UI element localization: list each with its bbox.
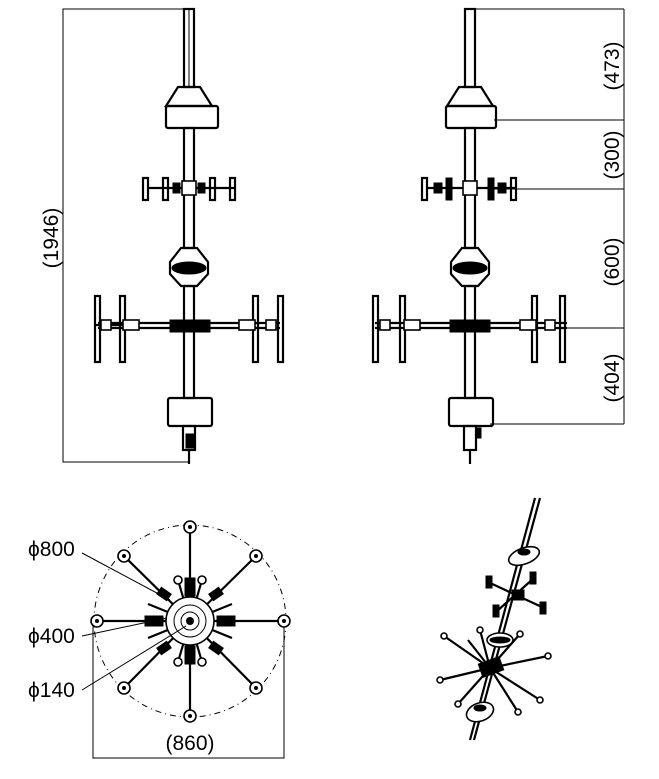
- side-view: (473) (300) (600) (404): [371, 7, 625, 464]
- front-top-hub: [164, 104, 220, 130]
- front-lower-arms: [93, 294, 285, 364]
- side-segment-label-4: (404): [601, 353, 624, 402]
- front-view: (1946): [40, 7, 285, 464]
- plan-outer-diameter-label: ϕ800: [28, 538, 75, 561]
- plan-view: (860): [28, 520, 291, 759]
- front-bottom-hub: [166, 396, 214, 428]
- side-top-hub: [444, 104, 498, 130]
- isometric-view: [436, 497, 552, 741]
- side-lower-arms: [371, 294, 567, 364]
- plan-inner-diameter-label: ϕ140: [28, 679, 75, 702]
- leader-outer-diameter: [81, 552, 171, 601]
- front-top-cap: [164, 85, 214, 108]
- leader-mid-diameter: [81, 617, 168, 637]
- plan-width-label: (860): [165, 732, 214, 755]
- iso-bottom-hub: [465, 701, 495, 723]
- iso-upper-arms: [485, 571, 547, 618]
- side-segment-label-1: (473): [601, 41, 624, 90]
- front-overall-height-label: (1946): [40, 208, 63, 269]
- front-bulb-housing: [168, 246, 210, 288]
- iso-lower-arms: [436, 626, 552, 716]
- leader-inner-diameter: [81, 625, 187, 691]
- plan-width-dimension-line: [92, 621, 285, 759]
- plan-mid-diameter-label: ϕ400: [28, 625, 75, 648]
- iso-main-shaft: [472, 497, 542, 741]
- side-segment-label-2: (300): [601, 130, 624, 179]
- side-upper-arms: [420, 176, 518, 202]
- front-upper-arms: [141, 176, 237, 202]
- front-height-dimension-line: [62, 8, 189, 463]
- front-main-shaft-lower: [182, 284, 196, 400]
- side-segment-label-3: (600): [601, 237, 624, 286]
- side-top-shaft: [463, 7, 477, 89]
- front-bulb-band: [171, 261, 207, 275]
- side-bottom-hub: [447, 396, 495, 428]
- plan-end-knobs: [90, 520, 291, 723]
